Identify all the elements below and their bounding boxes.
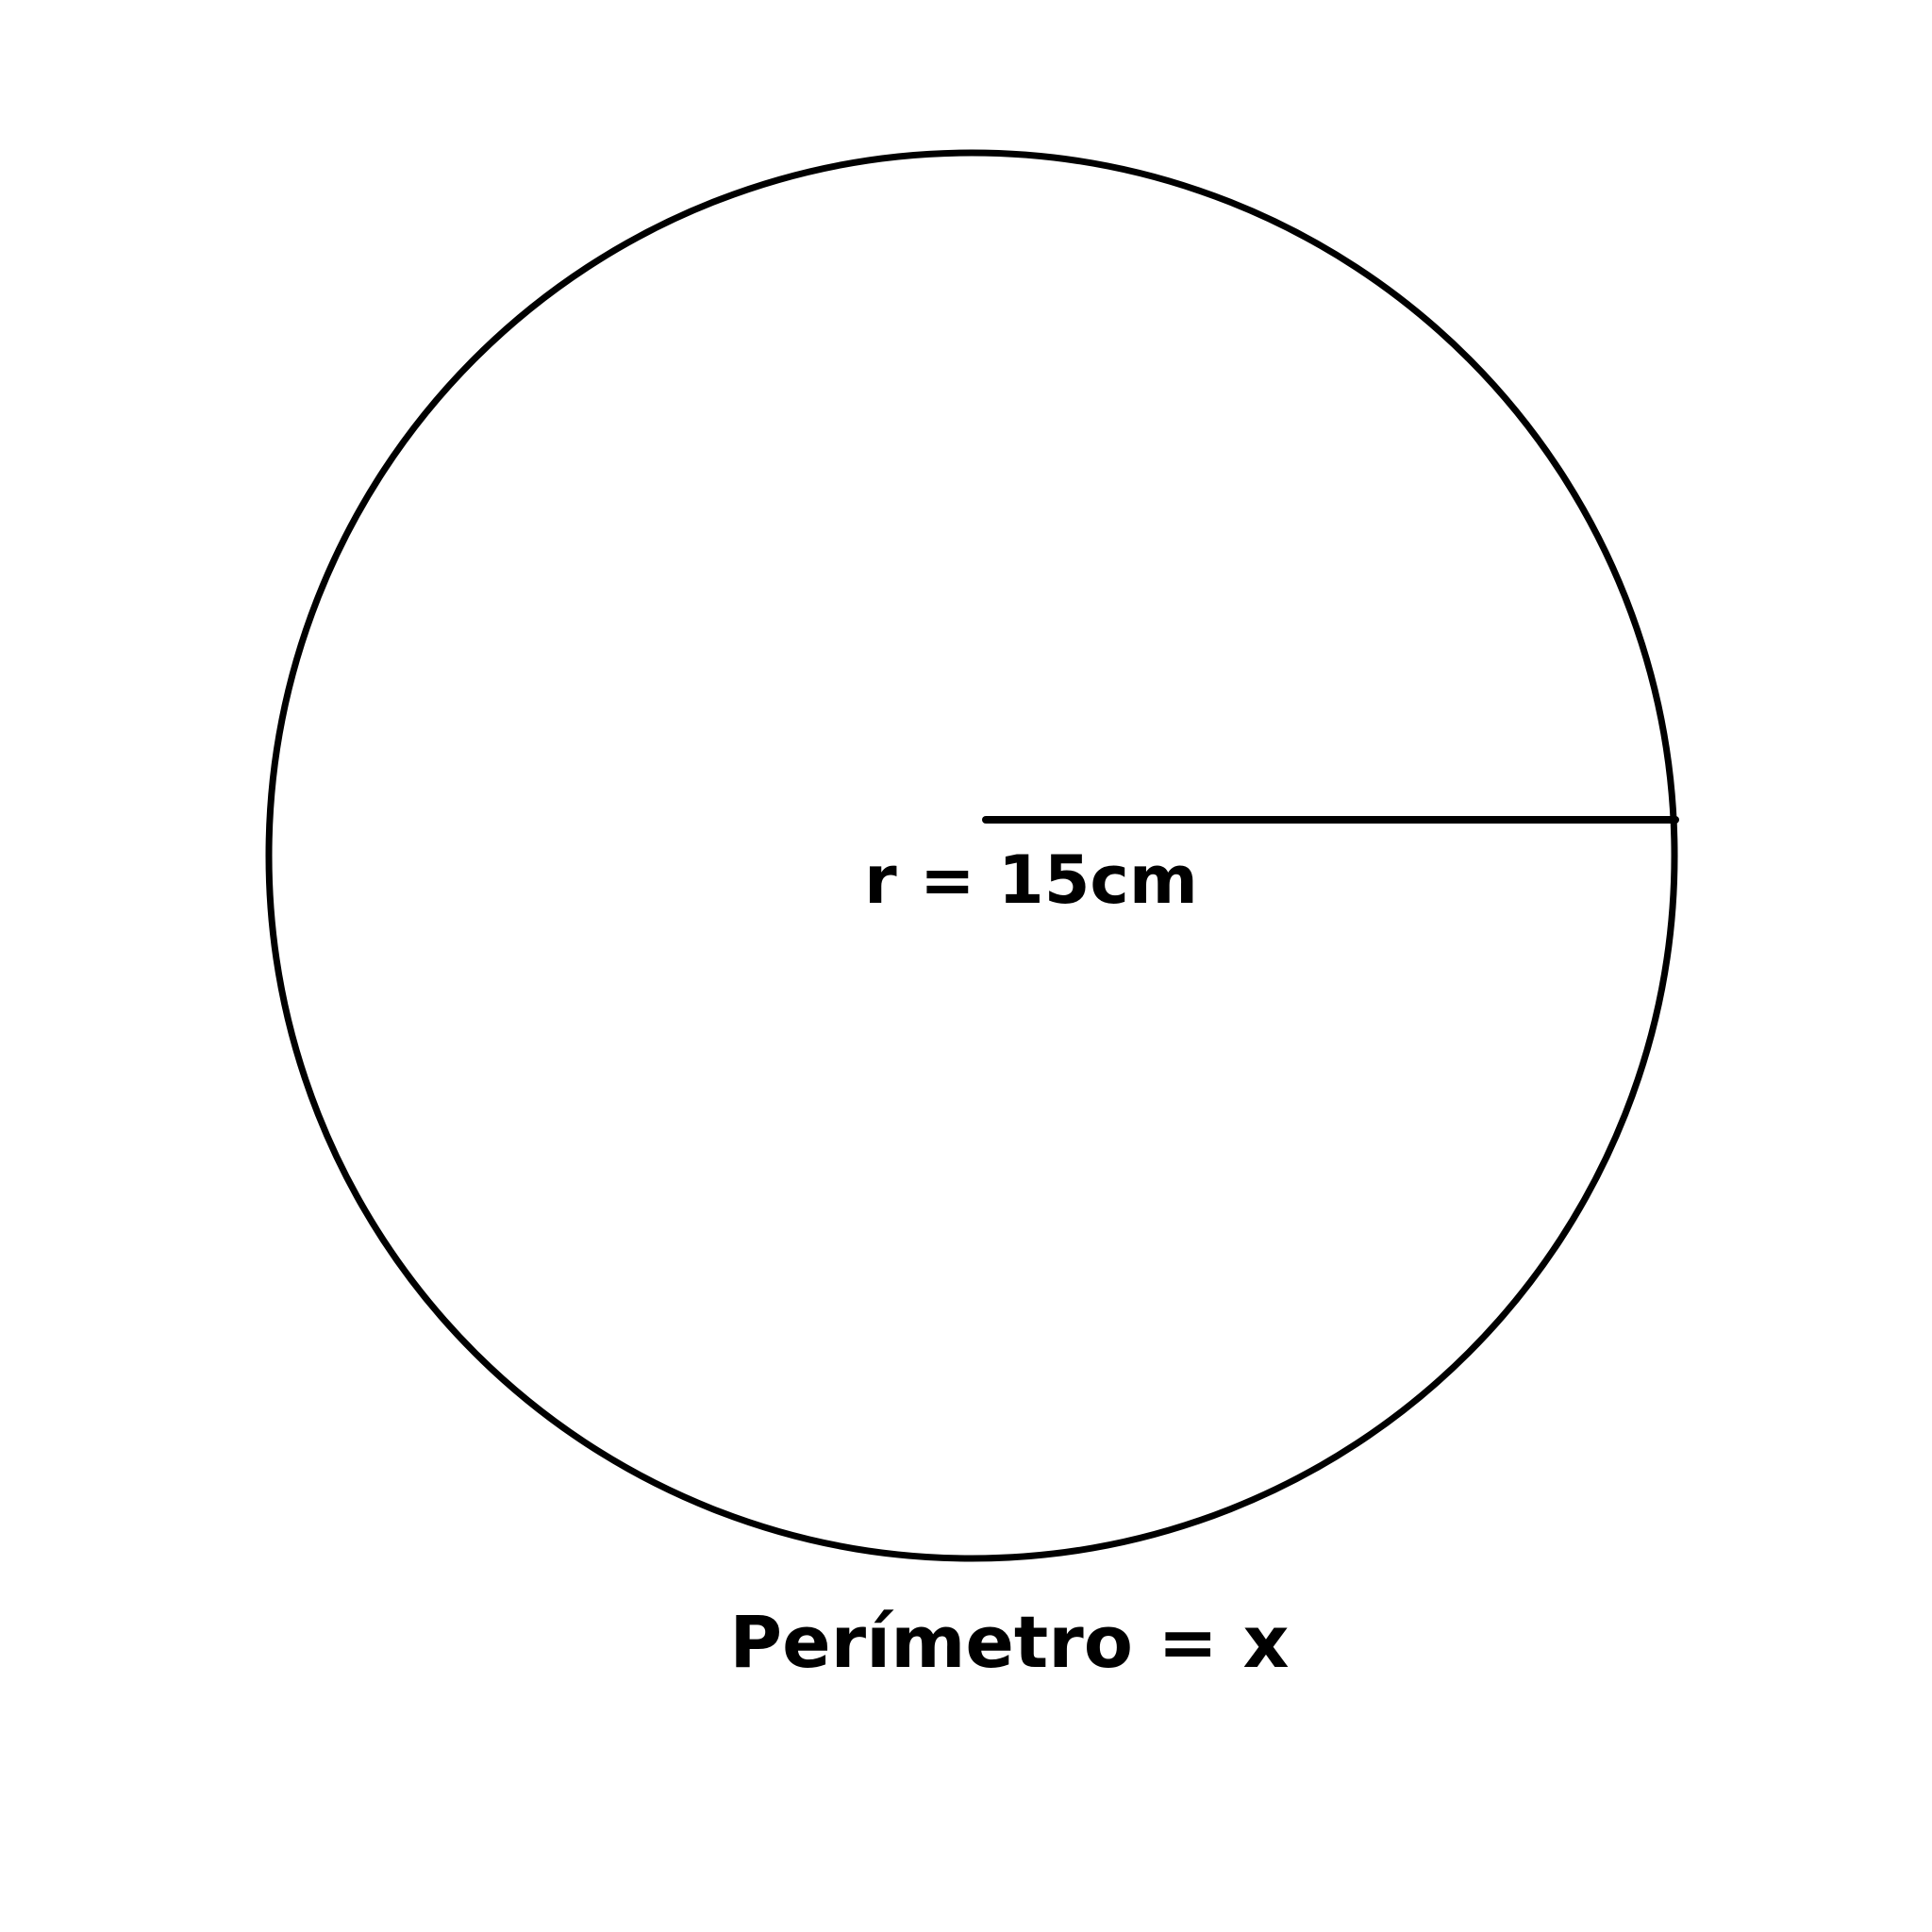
- radius-label: r = 15cm: [864, 841, 1198, 919]
- circle-outline: [265, 149, 1678, 1562]
- perimeter-label: Perímetro = x: [729, 1600, 1289, 1684]
